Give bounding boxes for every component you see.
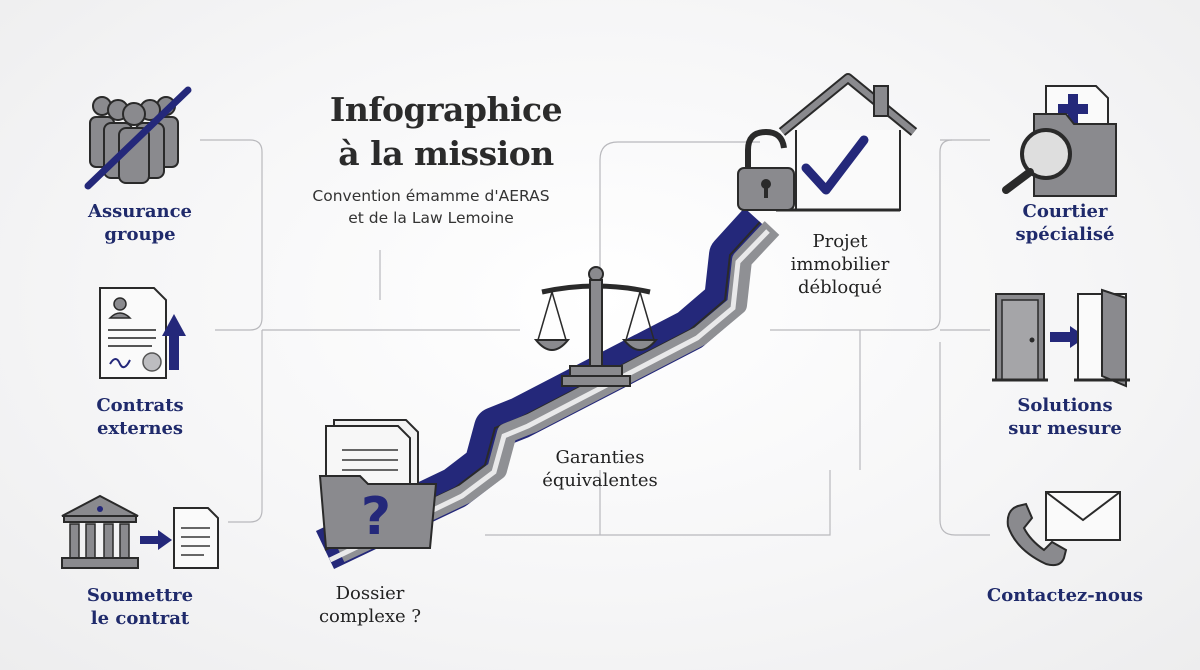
right-item-courtier-specialise: Courtier spécialisé bbox=[985, 200, 1145, 246]
magnifier-medical-folder-icon bbox=[1002, 85, 1117, 197]
crossed-out-group-icon bbox=[84, 86, 192, 190]
phone-mail-icon bbox=[1006, 491, 1121, 567]
subtitle-line-1: Convention émamme d'AERAS bbox=[312, 187, 550, 205]
connector-lines bbox=[200, 139, 990, 536]
right-item-solutions-sur-mesure: Solutions sur mesure bbox=[985, 394, 1145, 440]
scales-icon bbox=[533, 266, 659, 387]
step-label-3: débloqué bbox=[797, 277, 883, 298]
left-item-assurance-groupe: Assurance groupe bbox=[60, 200, 220, 246]
left-item-label-2: externes bbox=[96, 418, 184, 439]
bank-to-document-icon bbox=[61, 494, 219, 569]
step-label-1: Dossier bbox=[335, 583, 405, 604]
left-item-label-2: groupe bbox=[104, 224, 176, 245]
folder-question-icon: ? bbox=[318, 419, 438, 549]
step-label-2: immobilier bbox=[790, 254, 890, 275]
left-item-label-2: le contrat bbox=[90, 608, 190, 629]
right-item-label-2: sur mesure bbox=[1008, 418, 1122, 439]
right-item-label-1[interactable]: Contactez-nous bbox=[986, 585, 1144, 606]
left-item-label-1: Soumettre bbox=[86, 585, 194, 606]
right-item-contactez-nous[interactable]: Contactez-nous bbox=[975, 584, 1155, 607]
step-label-2: complexe ? bbox=[318, 606, 422, 627]
step-dossier-complexe: Dossier complexe ? bbox=[300, 582, 440, 628]
title-line-1: Infographice bbox=[329, 90, 563, 129]
step-label-1: Projet bbox=[812, 231, 868, 252]
right-item-label-2: spécialisé bbox=[1015, 224, 1115, 245]
step-label-2: équivalentes bbox=[542, 470, 658, 491]
step-projet-immobilier: Projet immobilier débloqué bbox=[780, 230, 900, 299]
svg-text:?: ? bbox=[361, 487, 391, 547]
left-item-label-1: Contrats bbox=[96, 395, 184, 416]
house-check-unlock-icon bbox=[737, 73, 918, 212]
step-label-1: Garanties bbox=[555, 447, 645, 468]
title-line-2: à la mission bbox=[338, 134, 554, 173]
step-garanties-equivalentes: Garanties équivalentes bbox=[520, 446, 680, 492]
door-arrow-icon bbox=[992, 288, 1130, 388]
left-item-contrats-externes: Contrats externes bbox=[60, 394, 220, 440]
contract-arrow-up-icon bbox=[99, 287, 186, 379]
left-item-label-1: Assurance bbox=[88, 201, 192, 222]
right-item-label-1: Courtier bbox=[1022, 201, 1108, 222]
page-subtitle: Convention émamme d'AERAS et de la Law L… bbox=[286, 185, 576, 229]
left-item-soumettre-contrat: Soumettre le contrat bbox=[60, 584, 220, 630]
right-item-label-1: Solutions bbox=[1017, 395, 1113, 416]
page-title: Infographice à la mission bbox=[296, 88, 596, 176]
staircase-path bbox=[315, 207, 780, 569]
subtitle-line-2: et de la Law Lemoine bbox=[348, 209, 514, 227]
